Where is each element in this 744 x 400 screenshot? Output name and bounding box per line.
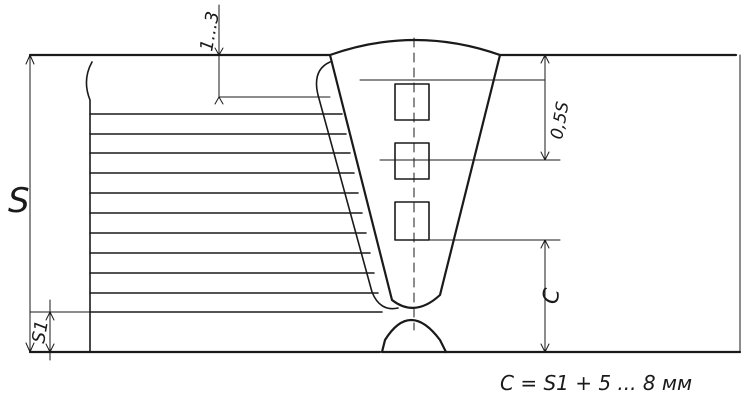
distance-c-label: C [538,286,565,306]
dimension-s: S [8,54,35,353]
plate-layer-lines [89,113,383,313]
side-offset-label: 0,5S [547,100,573,141]
formula-caption: C = S1 + 5 ... 8 мм [500,371,692,395]
weld-wedge [315,38,502,310]
root-weld-bead [380,318,448,354]
thickness-label: S [8,181,30,221]
square-inserts [394,83,430,241]
left-plate [28,53,382,354]
dimension-root-thickness: S1 [28,299,111,361]
dimension-side-offset: 0,5S [359,54,574,161]
dimension-c: C [429,239,566,353]
top-gap-label: 1...3 [196,10,224,53]
right-plate [443,53,742,354]
root-thickness-label: S1 [28,319,53,345]
